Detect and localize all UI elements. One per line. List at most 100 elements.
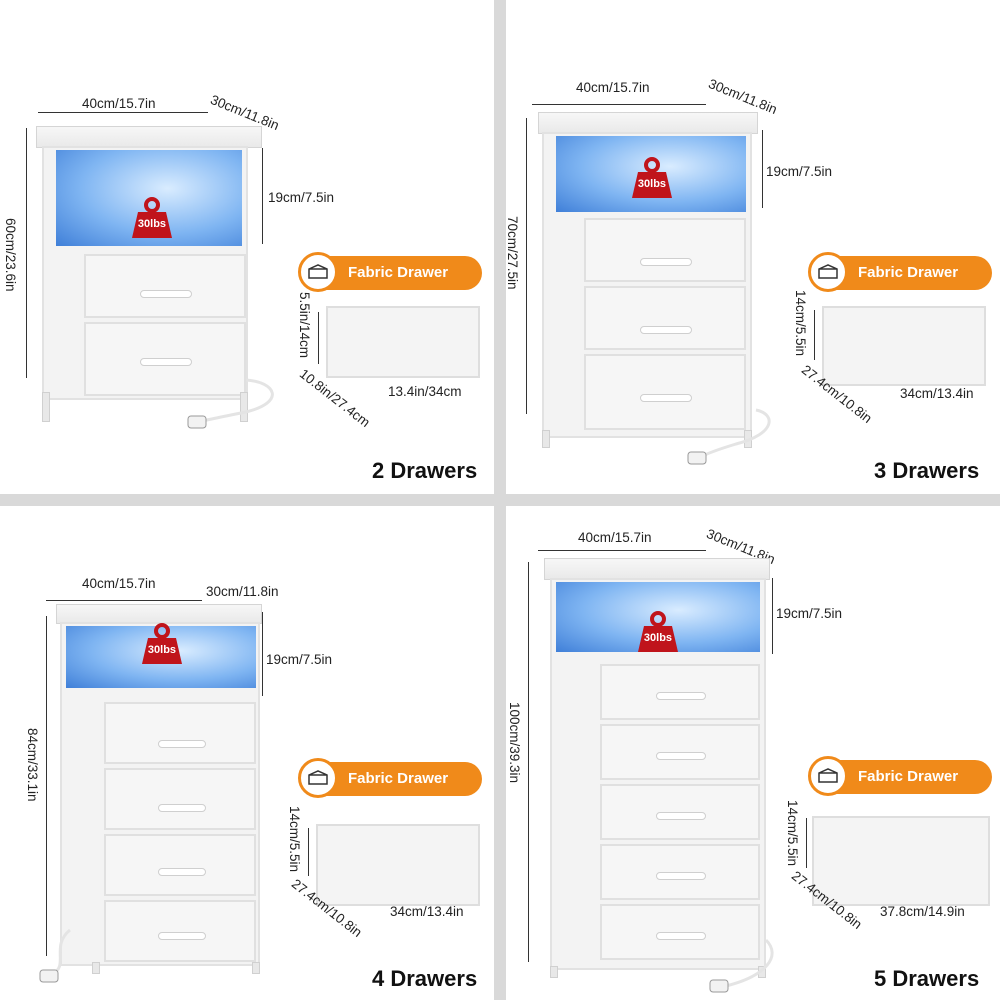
power-cord-icon — [709, 938, 774, 993]
box-icon — [808, 756, 848, 796]
drawer-handle — [656, 752, 706, 760]
cabinet-leg — [92, 962, 100, 974]
weight-icon — [632, 157, 672, 198]
drawer — [600, 724, 760, 780]
weight-icon — [132, 197, 172, 238]
fabric-drawer-box — [316, 824, 480, 906]
box-height-label: 14cm/5.5in — [287, 806, 302, 873]
drawer — [600, 904, 760, 960]
drawer — [584, 286, 746, 350]
cabinet-top — [56, 604, 262, 624]
height-dimension-line — [526, 118, 527, 414]
width-dimension-line — [538, 550, 706, 551]
drawer — [600, 664, 760, 720]
drawer-handle — [640, 326, 692, 334]
drawer-handle — [158, 804, 206, 812]
height-label: 100cm/39.3in — [507, 702, 522, 784]
drawer — [584, 354, 746, 430]
box-icon — [298, 252, 338, 292]
weight-label: 30lbs — [147, 644, 177, 656]
cabinet-top — [538, 112, 758, 134]
height-label: 60cm/23.6in — [3, 218, 18, 292]
cabinet-top — [36, 126, 262, 148]
drawer-handle — [140, 358, 192, 366]
shelf-label: 19cm/7.5in — [266, 652, 333, 667]
width-label: 40cm/15.7in — [82, 96, 156, 111]
panel-5-drawers: 40cm/15.7in 30cm/11.8in 100cm/39.3in 19c… — [506, 506, 1000, 1000]
badge-label: Fabric Drawer — [858, 264, 959, 281]
cabinet-top — [544, 558, 770, 580]
drawer-handle — [640, 258, 692, 266]
fabric-drawer-badge: Fabric Drawer — [298, 758, 482, 798]
drawer-handle — [140, 290, 192, 298]
panel-2-drawers: 40cm/15.7in 30cm/11.8in 60cm/23.6in 19cm… — [0, 0, 494, 494]
box-height-line — [814, 310, 815, 360]
height-dimension-line — [528, 562, 529, 962]
shelf-dimension-line — [262, 148, 263, 244]
fabric-drawer-badge: Fabric Drawer — [298, 252, 482, 292]
drawer — [600, 784, 760, 840]
depth-label: 30cm/11.8in — [206, 584, 279, 599]
width-dimension-line — [532, 104, 706, 105]
cabinet-leg — [252, 962, 260, 974]
cabinet-leg — [542, 430, 550, 448]
width-label: 40cm/15.7in — [578, 530, 652, 545]
fabric-drawer-badge: Fabric Drawer — [808, 756, 992, 796]
height-dimension-line — [46, 616, 47, 956]
panel-3-drawers: 40cm/15.7in 30cm/11.8in 70cm/27.5in 19cm… — [506, 0, 1000, 494]
cabinet-leg — [240, 392, 248, 422]
drawer — [584, 218, 746, 282]
shelf-label: 19cm/7.5in — [268, 190, 335, 205]
height-label: 84cm/33.1in — [25, 728, 40, 802]
fabric-drawer-box — [326, 306, 480, 378]
height-label: 70cm/27.5in — [506, 216, 520, 290]
drawer — [600, 844, 760, 900]
box-height-label: 14cm/5.5in — [793, 290, 808, 357]
shelf-label: 19cm/7.5in — [776, 606, 843, 621]
shelf-label: 19cm/7.5in — [766, 164, 833, 179]
panel-caption: 5 Drawers — [874, 966, 980, 991]
drawer-handle — [158, 868, 206, 876]
width-dimension-line — [46, 600, 202, 601]
cabinet-leg — [550, 966, 558, 978]
box-width-label: 13.4in/34cm — [388, 384, 462, 399]
panel-caption: 3 Drawers — [874, 458, 980, 483]
box-width-label: 37.8cm/14.9in — [880, 904, 965, 919]
width-label: 40cm/15.7in — [576, 80, 650, 95]
fabric-drawer-box — [812, 816, 990, 906]
panel-4-drawers: 40cm/15.7in 30cm/11.8in 84cm/33.1in 19cm… — [0, 506, 494, 1000]
width-label: 40cm/15.7in — [82, 576, 156, 591]
badge-label: Fabric Drawer — [348, 264, 449, 281]
drawer-handle — [656, 692, 706, 700]
width-dimension-line — [38, 112, 208, 113]
badge-label: Fabric Drawer — [858, 768, 959, 785]
drawer-handle — [158, 932, 206, 940]
box-icon — [298, 758, 338, 798]
weight-label: 30lbs — [637, 178, 667, 190]
drawer — [104, 834, 256, 896]
panel-caption: 2 Drawers — [372, 458, 478, 483]
box-height-line — [318, 312, 319, 364]
shelf-dimension-line — [772, 578, 773, 654]
box-height-line — [806, 818, 807, 868]
drawer — [104, 900, 256, 962]
weight-label: 30lbs — [137, 218, 167, 230]
drawer-handle — [656, 872, 706, 880]
panel-caption: 4 Drawers — [372, 966, 478, 991]
drawer — [104, 702, 256, 764]
power-cord-icon — [687, 408, 771, 465]
box-width-label: 34cm/13.4in — [390, 904, 464, 919]
drawer-handle — [640, 394, 692, 402]
depth-label: 30cm/11.8in — [706, 76, 780, 118]
fabric-drawer-badge: Fabric Drawer — [808, 252, 992, 292]
weight-icon — [142, 623, 182, 664]
fabric-drawer-box — [822, 306, 986, 386]
box-height-label: 5.5in/14cm — [297, 292, 312, 359]
box-height-label: 14cm/5.5in — [785, 800, 800, 867]
drawer — [84, 322, 246, 396]
drawer — [104, 768, 256, 830]
drawer-handle — [656, 812, 706, 820]
shelf-dimension-line — [262, 612, 263, 696]
box-height-line — [308, 828, 309, 876]
shelf-dimension-line — [762, 130, 763, 208]
